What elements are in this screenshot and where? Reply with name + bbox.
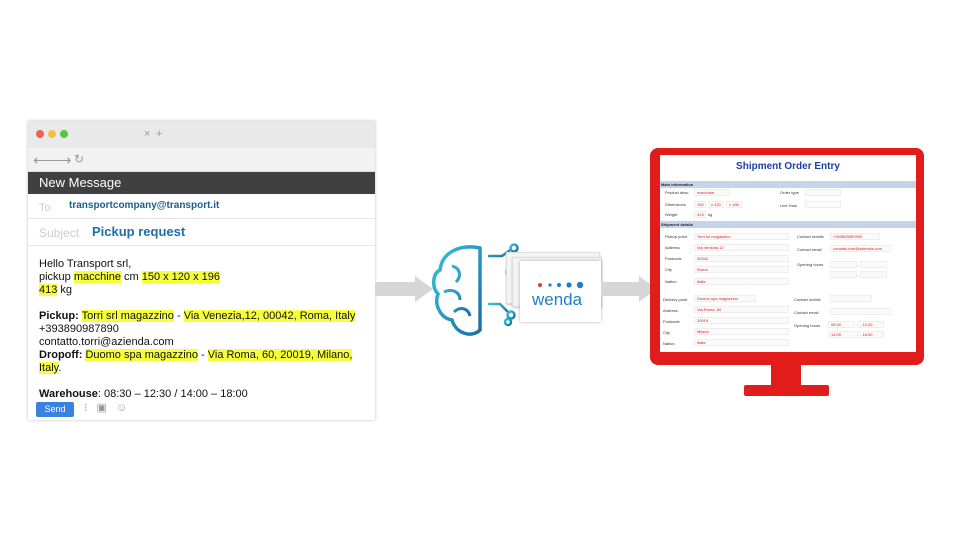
subject-label: Subject: [39, 226, 80, 240]
delivery-mobile-input[interactable]: [830, 295, 872, 302]
field-label: Address: [663, 308, 678, 313]
delivery-point-input[interactable]: Duomo spa magazzino: [694, 295, 756, 302]
compose-footer: Send ⁝ ▣ ☺: [28, 398, 375, 420]
pickup-city-input[interactable]: Roma: [694, 266, 789, 273]
field-label: Dimensions: [665, 202, 686, 207]
arrow-right-icon: [601, 276, 657, 302]
field-label: Opening hours: [797, 262, 824, 267]
hours-input[interactable]: [860, 261, 887, 268]
pickup-address-input[interactable]: Via Venezia,12: [694, 244, 789, 251]
forward-arrow-icon[interactable]: ⟶: [50, 152, 72, 169]
phone-line: +393890987890: [39, 323, 119, 335]
weight-line: 413 kg: [39, 284, 73, 296]
field-label: City: [665, 267, 672, 272]
field-label: Contact email: [797, 247, 822, 252]
browser-nav-bar: ⟵ ⟶ ↻: [28, 148, 375, 172]
product-desc-input[interactable]: macchine: [694, 189, 730, 196]
delivery-city-input[interactable]: Milano: [694, 328, 789, 335]
wenda-brand: wenda: [532, 290, 583, 309]
monitor-stand: [744, 385, 829, 396]
field-label: Order type: [780, 190, 799, 195]
back-arrow-icon[interactable]: ⟵: [33, 152, 55, 169]
field-label: Nation: [665, 279, 677, 284]
dash: -: [857, 272, 859, 277]
dim-input[interactable]: x 196: [726, 201, 742, 208]
field-label: Nation: [663, 341, 675, 346]
subject-row[interactable]: Subject Pickup request: [28, 219, 375, 246]
field-label: Contact email: [794, 310, 819, 315]
field-label: Contact mobile: [797, 234, 824, 239]
weight-unit: kg: [708, 212, 713, 217]
to-label: To: [39, 202, 51, 214]
field-label: Postcode: [665, 256, 682, 261]
shipment-form-screen: Shipment Order Entry Main information Pr…: [660, 155, 916, 352]
field-label: Opening hours: [794, 323, 821, 328]
new-tab-icon[interactable]: +: [156, 128, 163, 140]
dim-input[interactable]: x 120: [708, 201, 724, 208]
greeting-line: Hello Transport srl,: [39, 258, 132, 270]
order-type-input[interactable]: [805, 189, 841, 196]
field-label: Postcode: [663, 319, 680, 324]
pickup-nation-input[interactable]: Italia: [694, 278, 789, 285]
hours-input[interactable]: [830, 261, 857, 268]
subject-field[interactable]: Pickup request: [92, 224, 186, 239]
hours-input[interactable]: 08:30: [828, 321, 855, 328]
reload-icon[interactable]: ↻: [74, 152, 85, 166]
arrow-right-icon: [375, 276, 433, 302]
wenda-dots-icon: [538, 281, 584, 289]
contact-email-line: contatto.torri@azienda.com: [39, 336, 174, 348]
warehouse-line: Warehouse: 08:30 – 12:30 / 14:00 – 18:00: [39, 388, 248, 400]
pickup-mobile-input[interactable]: +393890987890: [830, 233, 880, 240]
send-button[interactable]: Send: [36, 402, 74, 417]
line-haul-input[interactable]: [805, 201, 841, 208]
hours-input[interactable]: [830, 271, 857, 278]
product-line: pickup macchine cm 150 x 120 x 196: [39, 271, 221, 283]
field-label: Contact mobile: [794, 297, 821, 302]
message-body[interactable]: Hello Transport srl, pickup macchine cm …: [28, 246, 375, 401]
delivery-address-input[interactable]: Via Roma, 60: [694, 306, 789, 313]
compose-header: New Message: [28, 172, 375, 194]
pickup-email-input[interactable]: contatto.torri@azienda.com: [830, 245, 892, 252]
field-label: Product desc.: [665, 190, 690, 195]
hours-input[interactable]: 14:00: [828, 331, 855, 338]
dropoff-line: Dropoff: Duomo spa magazzino - Via Roma,…: [39, 349, 353, 374]
field-label: Pickup point: [665, 234, 687, 239]
to-row[interactable]: To transportcompany@transport.it: [28, 194, 375, 219]
field-label: Delivery point: [663, 297, 688, 302]
hours-input[interactable]: [860, 271, 887, 278]
close-dot-icon[interactable]: [36, 130, 44, 138]
dim-input[interactable]: 150: [694, 201, 706, 208]
delivery-postcode-input[interactable]: 20019: [694, 317, 789, 324]
delivery-email-input[interactable]: [830, 308, 892, 315]
maximize-dot-icon[interactable]: [60, 130, 68, 138]
pickup-point-input[interactable]: Torri srl magazzino: [694, 233, 789, 240]
wenda-logo-card: [520, 261, 601, 322]
section-main-info: Main information: [660, 181, 916, 188]
minimize-dot-icon[interactable]: [48, 130, 56, 138]
hours-input[interactable]: - 12:00: [857, 321, 884, 328]
dash: -: [857, 262, 859, 267]
tab-close-icon[interactable]: ×: [144, 128, 151, 140]
field-label: Weight: [665, 212, 678, 217]
attachment-icons[interactable]: ⁝ ▣ ☺: [84, 402, 131, 414]
weight-input[interactable]: 413: [694, 211, 706, 218]
delivery-nation-input[interactable]: Italia: [694, 339, 789, 346]
to-field[interactable]: transportcompany@transport.it: [69, 200, 220, 211]
browser-tab-bar: × +: [28, 121, 375, 148]
form-title: Shipment Order Entry: [736, 161, 840, 172]
hours-input[interactable]: - 18:00: [857, 331, 884, 338]
email-window: × + ⟵ ⟶ ↻ New Message To transportcompan…: [28, 121, 375, 420]
field-label: Address: [665, 245, 680, 250]
section-shipment-details: Shipment details: [660, 221, 916, 228]
field-label: Line Haul: [780, 203, 797, 208]
monitor-neck: [771, 365, 801, 385]
field-label: City: [663, 330, 670, 335]
pickup-line: Pickup: Torri srl magazzino - Via Venezi…: [39, 310, 356, 322]
pickup-postcode-input[interactable]: 00042: [694, 255, 789, 262]
